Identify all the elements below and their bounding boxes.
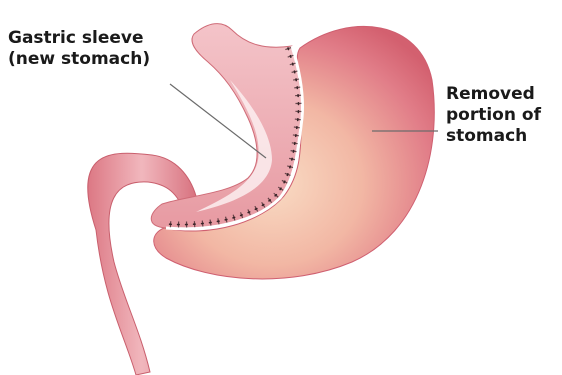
gastric-sleeve-label: Gastric sleeve (new stomach) — [8, 28, 150, 70]
removed-portion-label: Removed portion of stomach — [446, 84, 541, 147]
gastric-sleeve-label-line2: (new stomach) — [8, 49, 150, 70]
removed-portion-label-line2: portion of — [446, 105, 541, 126]
gastric-sleeve-label-line1: Gastric sleeve — [8, 28, 150, 49]
removed-portion-label-line1: Removed — [446, 84, 541, 105]
removed-portion-label-line3: stomach — [446, 126, 541, 147]
